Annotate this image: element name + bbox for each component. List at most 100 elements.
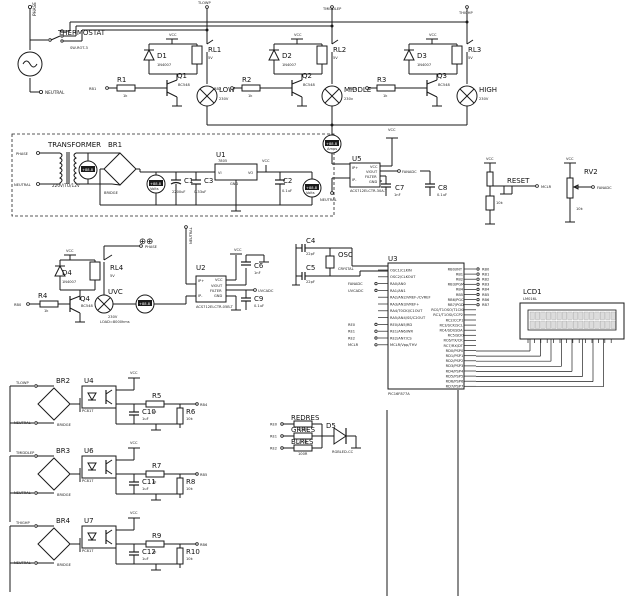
diode-part: 1N4007 <box>417 63 431 67</box>
fan-ammeter-unit: Amps <box>327 147 337 151</box>
lcd-label: LCD1 <box>523 288 542 296</box>
c2-label: C2 <box>283 177 292 185</box>
lamp-label: HIGH <box>479 86 497 94</box>
c6-label: C6 <box>254 262 264 270</box>
u2-pin-filter: FILTER <box>210 289 222 293</box>
u1-gnd: GND <box>230 182 238 186</box>
detector-bridge-part: BRIDGE <box>57 423 72 427</box>
c9-label: C9 <box>254 295 263 303</box>
d5-led[interactable] <box>333 427 347 445</box>
dc-voltmeter-1-unit: Volts <box>150 187 159 191</box>
relay-diode[interactable] <box>143 48 155 61</box>
relay-coil[interactable] <box>191 45 203 65</box>
detector-resistor[interactable] <box>145 470 165 478</box>
r11-resistor[interactable] <box>486 171 494 187</box>
mcu-left-pin: RA2/AN2/VREF-/CVREF <box>390 296 431 300</box>
u2-pin-viout: VIOUT <box>211 284 223 288</box>
mcu-section: C4 22pF C5 22pF OSC CRYSTAL U3 PIC16F877… <box>292 237 604 396</box>
uvc-phase-label: PHASE <box>145 245 158 249</box>
detector-bridge[interactable] <box>37 387 71 421</box>
rgb-res-value: 100R <box>298 428 308 432</box>
mcu-right-pin: RB4 <box>456 288 464 292</box>
u3-mcu-chip[interactable] <box>387 262 465 390</box>
reset-circuit: VCC 10k RESET MCLR <box>484 157 552 225</box>
osc-crystal[interactable] <box>325 255 335 269</box>
mcu-right-pin: RC1/T1OSI/CCP2 <box>433 313 463 317</box>
opto-part: PC817 <box>82 479 94 483</box>
base-resistor[interactable] <box>116 84 136 92</box>
opto-label: U4 <box>84 377 94 385</box>
mcu-left-net: UVCADC <box>348 289 364 293</box>
thermostat-label[interactable]: THERMOSTAT <box>57 29 106 37</box>
u3-label: U3 <box>388 255 398 263</box>
detector-bridge-label: BR3 <box>56 447 70 455</box>
detector-cap-value: 1uF <box>142 487 149 491</box>
mcu-right-pin: RC5/SDO <box>448 334 464 338</box>
reset-label[interactable]: RESET <box>507 177 530 185</box>
u2-chip[interactable] <box>195 275 227 303</box>
thermostat-part: SW-ROT-3 <box>70 46 88 50</box>
pulldown-resistor[interactable] <box>176 407 184 425</box>
uvc-ammeter-reading: +88.8 <box>139 302 151 306</box>
relay-vcc-label: VCC <box>169 33 177 37</box>
u1-vi: VI <box>218 171 222 175</box>
optocoupler[interactable] <box>81 525 117 549</box>
u5-pin-viout: VIOUT <box>366 170 378 174</box>
mcu-left-pins: OSC1/CLKINOSC2/CLKOUTRA0/AN0FANADCRA1/AN… <box>348 268 431 347</box>
relay-diode[interactable] <box>268 48 280 61</box>
detector-out-label: RB6 <box>200 543 208 547</box>
rgb-net: RE2 <box>270 447 277 451</box>
base-resistor[interactable] <box>241 84 261 92</box>
r4-resistor[interactable] <box>39 300 59 308</box>
rgb-net: RE1 <box>270 435 277 439</box>
relay-diode[interactable] <box>403 48 415 61</box>
mcu-right-pin: RD1/PSP1 <box>446 354 464 358</box>
c6-value: 1nF <box>254 271 261 275</box>
reset-switch[interactable] <box>485 195 495 211</box>
rl4-coil[interactable] <box>89 261 101 281</box>
u5-fanadc-label: FANADC <box>402 170 417 174</box>
relay-value: 5V <box>208 56 213 60</box>
optocoupler[interactable] <box>81 455 117 479</box>
pulldown-label: R6 <box>186 408 196 416</box>
psu-neutral-label: NEUTRAL <box>14 183 31 187</box>
relay-coil[interactable] <box>316 45 328 65</box>
ac-source-section: PHASE NEUTRAL THERMOSTAT SW-ROT-3 TLOWP … <box>17 1 473 95</box>
reset-vcc-label: VCC <box>486 157 494 161</box>
mcu-right-pin: RD6/PSP6 <box>446 380 464 384</box>
pulldown-resistor[interactable] <box>176 547 184 565</box>
osc-label: OSC <box>338 251 353 259</box>
diode-label: D2 <box>282 52 292 60</box>
detector-bridge[interactable] <box>37 457 71 491</box>
mcu-left-net: RE1 <box>348 330 355 334</box>
transformer-label: TRANSFORMER <box>47 141 101 149</box>
base-resistor[interactable] <box>376 84 396 92</box>
relay-label: RL1 <box>208 46 221 54</box>
detector-resistor[interactable] <box>145 400 165 408</box>
rgb-res-label: REDRES <box>291 414 320 422</box>
u5-chip[interactable] <box>349 162 381 188</box>
rgb-res-label: BLRES <box>291 438 314 446</box>
detector-3: THIGHPNEUTRALBR4BRIDGEU7PC817VCCC121uFR9… <box>9 511 208 592</box>
fan-neutral-label: NEUTRAL <box>320 198 337 202</box>
detector-resistor[interactable] <box>145 540 165 548</box>
u5-part: ACS712ELCTR-30A-T <box>350 189 388 193</box>
detector-cap-value: 1uF <box>142 557 149 561</box>
detector-bridge[interactable] <box>37 527 71 561</box>
br1-bridge[interactable] <box>103 152 137 186</box>
pulldown-value: 10k <box>186 487 194 491</box>
uvc-relay-marks: ⊕⊕ <box>139 237 153 247</box>
rv2-body[interactable] <box>566 177 574 199</box>
pulldown-value: 10k <box>186 557 194 561</box>
dc-voltmeter-2-reading: +88.8 <box>306 186 318 190</box>
pulldown-resistor[interactable] <box>176 477 184 495</box>
phase-label: PHASE <box>32 2 37 16</box>
detector-input-label: TLOWP <box>15 381 29 385</box>
neutral-label: NEUTRAL <box>45 90 65 95</box>
r4-value: 1k <box>44 309 49 313</box>
relay-coil[interactable] <box>451 45 463 65</box>
optocoupler[interactable] <box>81 385 117 409</box>
